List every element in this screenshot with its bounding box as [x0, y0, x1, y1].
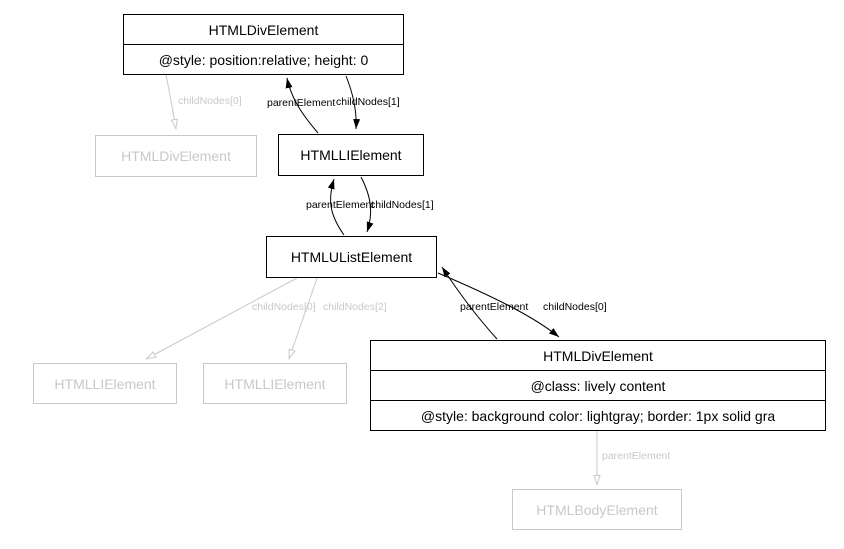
- edge-ul-childnodes-2-faded: [288, 277, 318, 361]
- node-body-faded[interactable]: HTMLBodyElement: [512, 489, 682, 530]
- node-li-element[interactable]: HTMLLIElement: [278, 134, 424, 176]
- node-attr-class: @class: lively content: [371, 370, 825, 400]
- node-li-faded-2[interactable]: HTMLLIElement: [203, 363, 347, 404]
- edge-divroot-childnodes-0-faded: [165, 74, 178, 131]
- node-title: HTMLUListElement: [290, 249, 413, 265]
- edge-label-parentelement-mid: parentElement: [306, 199, 375, 211]
- node-title: HTMLDivElement: [121, 148, 231, 164]
- edge-label-parentelement-low: parentElement: [460, 301, 529, 313]
- node-ul-list-element[interactable]: HTMLUListElement: [266, 236, 437, 278]
- edge-ul-childnodes-0-faded: [145, 277, 298, 360]
- edge-ul-childnodes-0-to-divcontent: [437, 272, 560, 338]
- node-title: HTMLBodyElement: [536, 501, 658, 518]
- edge-divroot-childnodes-1-to-li: [345, 75, 361, 130]
- edge-label-childnodes-2-low: childNodes[2]: [323, 301, 387, 313]
- node-title: HTMLLIElement: [300, 147, 402, 163]
- node-title: HTMLDivElement: [208, 21, 319, 38]
- edge-li-parentelement-to-divroot: [285, 77, 319, 134]
- edge-li-childnodes-1-to-ul: [360, 176, 374, 233]
- edge-label-childnodes-0-content: childNodes[0]: [543, 301, 607, 313]
- edge-label-parentelement-top: parentElement: [267, 97, 336, 109]
- node-attr-style: @style: position:relative; height: 0: [124, 44, 403, 74]
- node-title: HTMLLIElement: [224, 375, 326, 392]
- node-li-faded-1[interactable]: HTMLLIElement: [33, 363, 177, 404]
- node-attr-style: @style: background color: lightgray; bor…: [371, 400, 825, 430]
- edge-label-childnodes-0-top: childNodes[0]: [178, 95, 242, 107]
- edge-label-childnodes-1-mid: childNodes[1]: [370, 199, 434, 211]
- node-div-faded[interactable]: HTMLDivElement: [95, 135, 257, 177]
- node-div-lively-content[interactable]: HTMLDivElement @class: lively content @s…: [370, 340, 826, 431]
- edge-label-parentelement-bottom: parentElement: [602, 450, 671, 462]
- edge-ul-parentelement-to-li: [327, 178, 345, 236]
- edge-label-childnodes-0-low: childNodes[0]: [252, 301, 316, 313]
- node-title: HTMLLIElement: [54, 375, 156, 392]
- edge-label-childnodes-1-top: childNodes[1]: [336, 96, 400, 108]
- node-div-relative-root[interactable]: HTMLDivElement @style: position:relative…: [123, 14, 404, 75]
- node-title: HTMLDivElement: [543, 347, 653, 364]
- edge-divcontent-parentelement-to-ul: [441, 266, 498, 340]
